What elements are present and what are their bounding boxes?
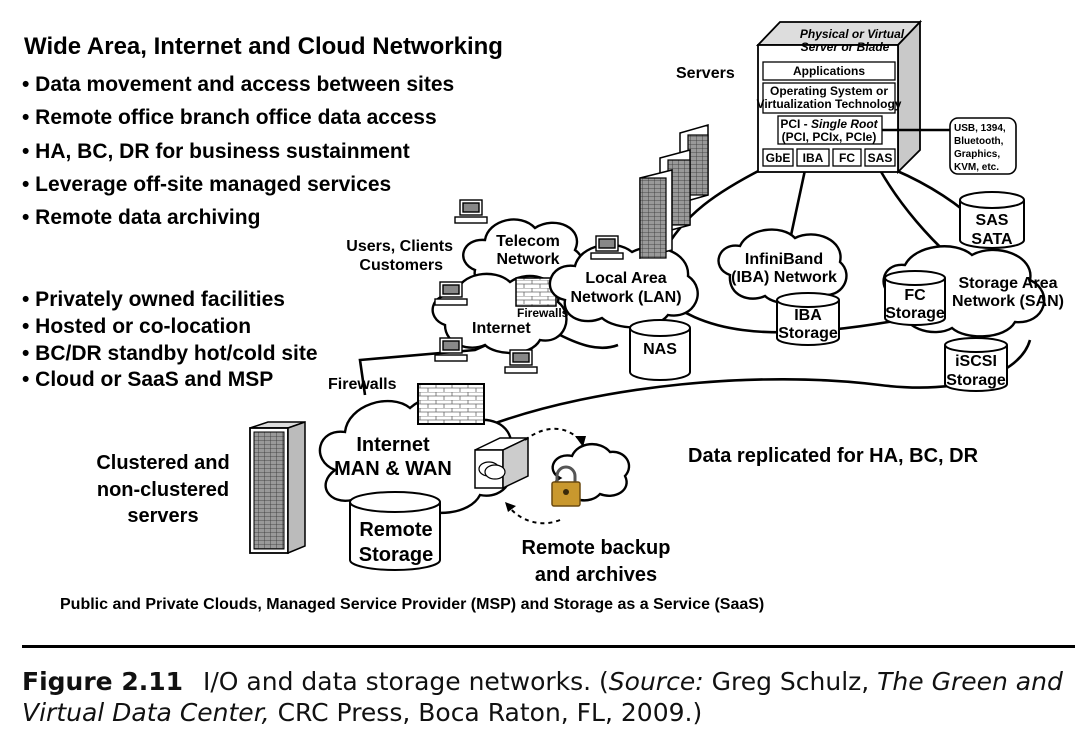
remote-storage-line1: Remote: [359, 519, 432, 541]
clustered-line2: non-clustered: [97, 479, 229, 501]
replicated-label: Data replicated for HA, BC, DR: [688, 445, 979, 467]
caption-divider: [22, 645, 1075, 648]
lan-label-line1: Local Area: [585, 270, 666, 287]
bullet-bottom-2: • Hosted or co-location: [22, 315, 251, 338]
fc-label: FC: [904, 287, 926, 304]
port-sas: SAS: [868, 151, 893, 165]
bullet-top-4: • Leverage off-site managed services: [22, 173, 391, 196]
caption-source-label: Source:: [608, 667, 704, 696]
os-label-line2: Virtualization Technology: [757, 97, 902, 111]
san-label-line2: Network (SAN): [952, 293, 1064, 310]
man-wan-label: MAN & WAN: [334, 458, 452, 480]
computer-icon: [504, 349, 538, 374]
backup-arrows: [505, 427, 586, 525]
lan-label-line2: Network (LAN): [570, 289, 681, 306]
lan-cloud: Local Area Network (LAN): [548, 243, 699, 329]
diagram-heading: Wide Area, Internet and Cloud Networking: [24, 33, 503, 60]
storage-network-diagram: Wide Area, Internet and Cloud Networking…: [22, 19, 1064, 613]
caption-book-title: The Green and Virtual Data Center,: [22, 667, 1063, 727]
fc-storage: FC Storage: [884, 270, 946, 326]
bullet-top-5: • Remote data archiving: [22, 206, 260, 229]
usb-line4: KVM, etc.: [954, 162, 999, 173]
infiniband-cloud: InfiniBand (IBA) Network: [717, 228, 848, 306]
bullet-bottom-1: • Privately owned facilities: [22, 288, 285, 311]
server-blade-box: Physical or Virtual Server or Blade Appl…: [755, 19, 923, 175]
nas-storage: NAS: [629, 319, 691, 381]
iba-storage-line2: Storage: [778, 325, 838, 342]
internet-small-label: Internet: [472, 320, 531, 337]
fc-storage-label: Storage: [885, 305, 945, 322]
iscsi-storage-label: Storage: [946, 372, 1006, 389]
figure-caption: Figure 2.11 I/O and data storage networks…: [22, 666, 1082, 728]
internet-cloud-small: Firewalls Internet: [431, 272, 569, 355]
figure-number: Figure 2.11: [22, 667, 184, 696]
infiniband-label-line2: (IBA) Network: [731, 269, 837, 286]
san-label-line1: Storage Area: [959, 275, 1058, 292]
port-boxes: GbE IBA FC SAS: [762, 148, 896, 167]
firewall-icon: [417, 383, 485, 425]
computer-icon: [434, 281, 468, 306]
iscsi-storage: iSCSI Storage: [944, 337, 1008, 392]
port-fc: FC: [839, 151, 855, 165]
bullet-bottom-3: • BC/DR standby hot/cold site: [22, 342, 318, 365]
firewalls-label: Firewalls: [328, 376, 397, 393]
port-iba: IBA: [803, 151, 824, 165]
sas-sata-storage: SAS SATA: [959, 191, 1025, 249]
backup-appliance-icon: [474, 436, 529, 490]
sata-label: SATA: [971, 231, 1013, 248]
users-label-line2: Customers: [359, 257, 443, 274]
pci-types-label: (PCI, PCIx, PCIe): [782, 130, 877, 144]
servers-label: Servers: [676, 65, 735, 82]
remote-backup-line2: and archives: [535, 564, 657, 586]
clustered-line1: Clustered and: [96, 452, 229, 474]
usb-line2: Bluetooth,: [954, 136, 1004, 147]
remote-storage-line2: Storage: [359, 544, 433, 566]
remote-storage: Remote Storage: [349, 491, 441, 571]
computer-icon: [590, 235, 624, 260]
telecom-label-line1: Telecom: [496, 233, 560, 250]
computer-icon: [434, 337, 468, 362]
server-title-line2: Server or Blade: [801, 40, 890, 54]
secure-cloud-icon: [551, 443, 631, 507]
computer-icon: [454, 199, 488, 224]
caption-text: I/O and data storage networks. (: [203, 667, 609, 696]
iscsi-label: iSCSI: [955, 353, 997, 370]
server-title-line1: Physical or Virtual: [800, 27, 905, 41]
pci-label: PCI -: [780, 117, 811, 131]
usb-line1: USB, 1394,: [954, 123, 1006, 134]
firewalls-small-label: Firewalls: [517, 306, 569, 320]
os-label-line1: Operating System or: [770, 84, 888, 98]
telecom-label-line2: Network: [496, 251, 559, 268]
applications-label: Applications: [793, 64, 865, 78]
bullet-top-3: • HA, BC, DR for business sustainment: [22, 140, 410, 163]
remote-backup-line1: Remote backup: [522, 537, 671, 559]
bullet-top-2: • Remote office branch office data acces…: [22, 106, 437, 129]
iba-storage-line1: IBA: [794, 307, 822, 324]
bullet-top-1: • Data movement and access between sites: [22, 73, 454, 96]
pci-single-root-label: Single Root: [811, 117, 879, 131]
clouds-footer-label: Public and Private Clouds, Managed Servi…: [60, 596, 764, 613]
iba-storage: IBA Storage: [776, 292, 840, 346]
internet-man-wan-cloud: Internet MAN & WAN: [318, 395, 512, 517]
clustered-servers-icon: [249, 420, 306, 555]
nas-label: NAS: [643, 341, 677, 358]
server-racks-icon: [639, 124, 709, 259]
port-gbe: GbE: [766, 151, 791, 165]
infiniband-label-line1: InfiniBand: [745, 251, 823, 268]
padlock-icon: [551, 465, 581, 507]
users-label-line1: Users, Clients: [346, 238, 453, 255]
usb-box: USB, 1394, Bluetooth, Graphics, KVM, etc…: [949, 117, 1017, 175]
caption-author: Greg Schulz,: [703, 667, 878, 696]
workstation-icons: [434, 199, 624, 374]
caption-publisher: CRC Press, Boca Raton, FL, 2009.): [269, 698, 703, 727]
usb-line3: Graphics,: [954, 149, 1000, 160]
sas-label: SAS: [976, 212, 1009, 229]
svg-text:PCI - Single Root: PCI - Single Root: [780, 117, 878, 131]
bullet-bottom-4: • Cloud or SaaS and MSP: [22, 368, 273, 391]
clustered-line3: servers: [127, 505, 198, 527]
internet-label: Internet: [356, 434, 430, 456]
